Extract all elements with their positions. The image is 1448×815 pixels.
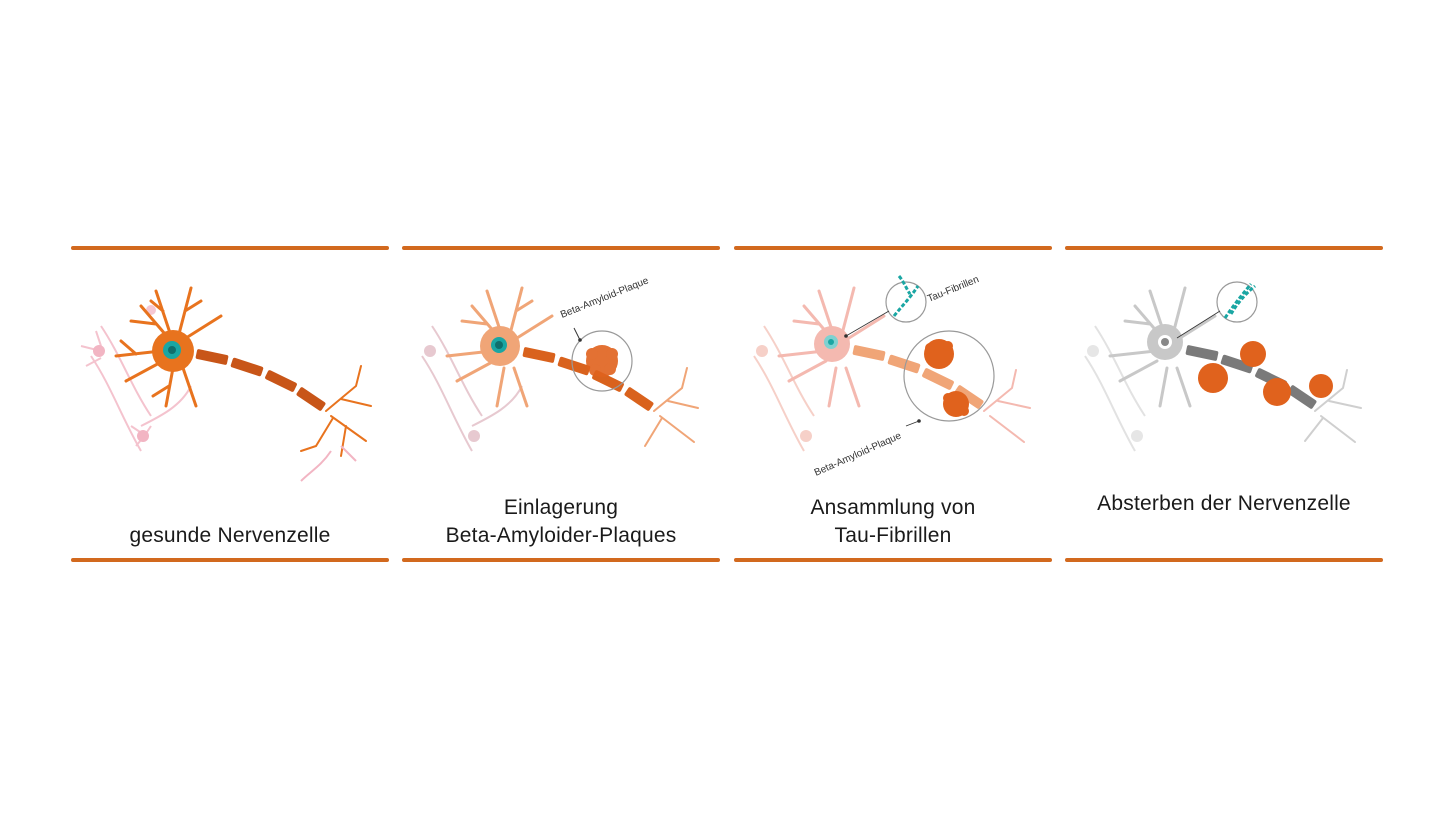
plaque-label: Beta-Amyloid-Plaque <box>559 275 651 321</box>
caption-amyloid-plaques: Einlagerung Beta-Amyloider-Plaques <box>402 490 720 550</box>
amyloid-plaque-illustration: Beta-Amyloid-Plaque <box>421 275 699 452</box>
panel-bottom-bar <box>734 558 1052 562</box>
panel-top-bar <box>1065 246 1383 250</box>
tau-fibrils-illustration: Tau-Fibrillen Beta-Amyloid-Plaque <box>753 274 1031 479</box>
caption-line: Tau-Fibrillen <box>834 524 952 547</box>
panel-top-bar <box>402 246 720 250</box>
dying-neuron-illustration <box>1084 281 1362 452</box>
healthy-neuron-illustration <box>80 286 372 482</box>
tau-label: Tau-Fibrillen <box>926 274 981 305</box>
caption-dying-neuron: Absterben der Nervenzelle <box>1065 490 1383 550</box>
panel-top-bar <box>71 246 389 250</box>
caption-tau-fibrils: Ansammlung von Tau-Fibrillen <box>734 490 1052 550</box>
panel-top-bar <box>734 246 1052 250</box>
panel-healthy-neuron: gesunde Nervenzelle <box>71 246 389 562</box>
panel-amyloid-plaques: Beta-Amyloid-Plaque Einlagerung Beta-Amy… <box>402 246 720 562</box>
panel-bottom-bar <box>1065 558 1383 562</box>
plaque-label: Beta-Amyloid-Plaque <box>813 430 904 478</box>
panel-tau-fibrils: Tau-Fibrillen Beta-Amyloid-Plaque Ansamm… <box>734 246 1052 562</box>
caption-line: gesunde Nervenzelle <box>129 524 331 547</box>
caption-line: Ansammlung von <box>810 496 976 519</box>
caption-line: Absterben der Nervenzelle <box>1097 492 1351 515</box>
panel-bottom-bar <box>402 558 720 562</box>
caption-healthy-neuron: gesunde Nervenzelle <box>71 490 389 550</box>
panel-bottom-bar <box>71 558 389 562</box>
caption-line: Beta-Amyloider-Plaques <box>445 524 677 547</box>
caption-line: Einlagerung <box>503 496 619 519</box>
panel-dying-neuron: Absterben der Nervenzelle <box>1065 246 1383 562</box>
